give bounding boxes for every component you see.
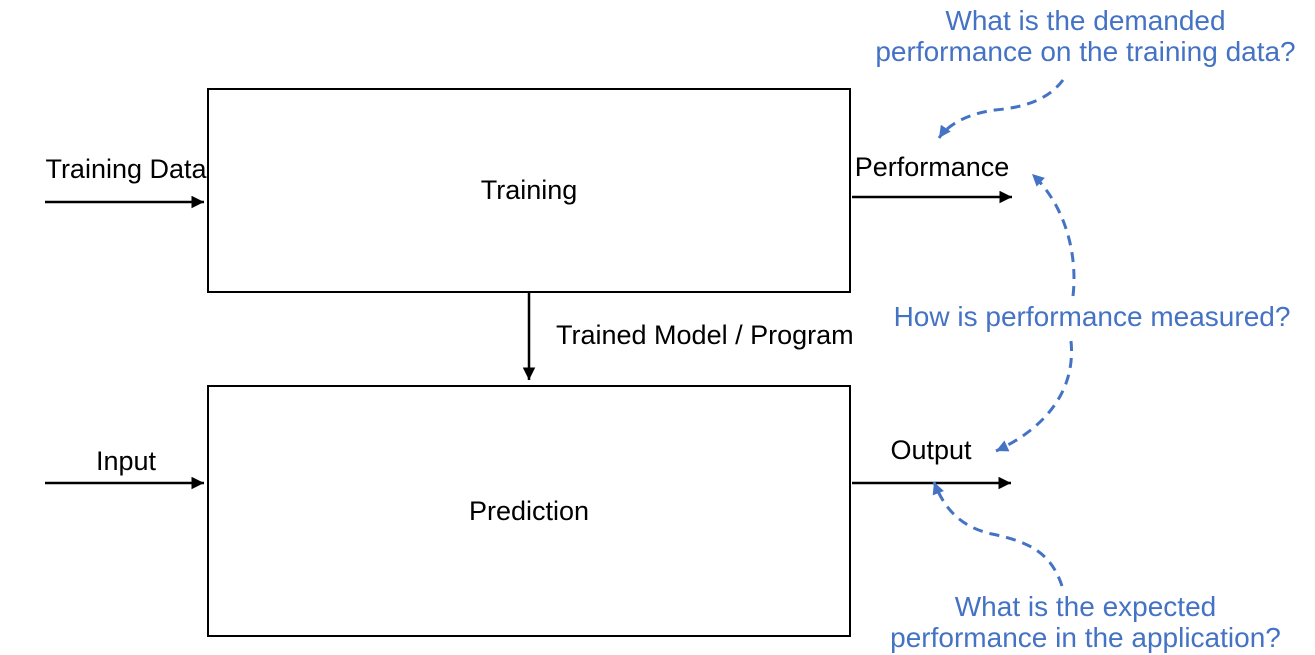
performance-label: Performance: [854, 152, 1010, 182]
trained-model-label: Trained Model / Program: [556, 320, 854, 350]
training-box-label: Training: [480, 175, 578, 205]
annotation-expected-performance: What is the expected performance in the …: [858, 591, 1313, 653]
annotation-arrow-measured-to-performance: [1030, 172, 1076, 297]
annotation-line: performance in the application?: [890, 622, 1281, 653]
annotation-demanded-performance: What is the demanded performance on the …: [858, 5, 1313, 67]
training-box: Training: [207, 88, 851, 293]
annotation-line: How is performance measured?: [893, 301, 1291, 332]
annotation-arrow-demanded-performance: [937, 79, 1065, 139]
annotation-line: What is the expected: [954, 591, 1217, 622]
training-data-label: Training Data: [45, 154, 207, 184]
annotation-line: performance on the training data?: [875, 36, 1296, 67]
annotation-arrow-expected-performance: [932, 481, 1064, 587]
prediction-box-label: Prediction: [468, 495, 590, 526]
input-label: Input: [95, 446, 157, 476]
annotation-arrow-measured-to-output: [995, 340, 1074, 453]
prediction-box: Prediction: [207, 385, 851, 637]
output-label: Output: [890, 435, 972, 465]
annotation-performance-measured: How is performance measured?: [866, 301, 1315, 332]
annotation-line: What is the demanded: [945, 5, 1226, 36]
